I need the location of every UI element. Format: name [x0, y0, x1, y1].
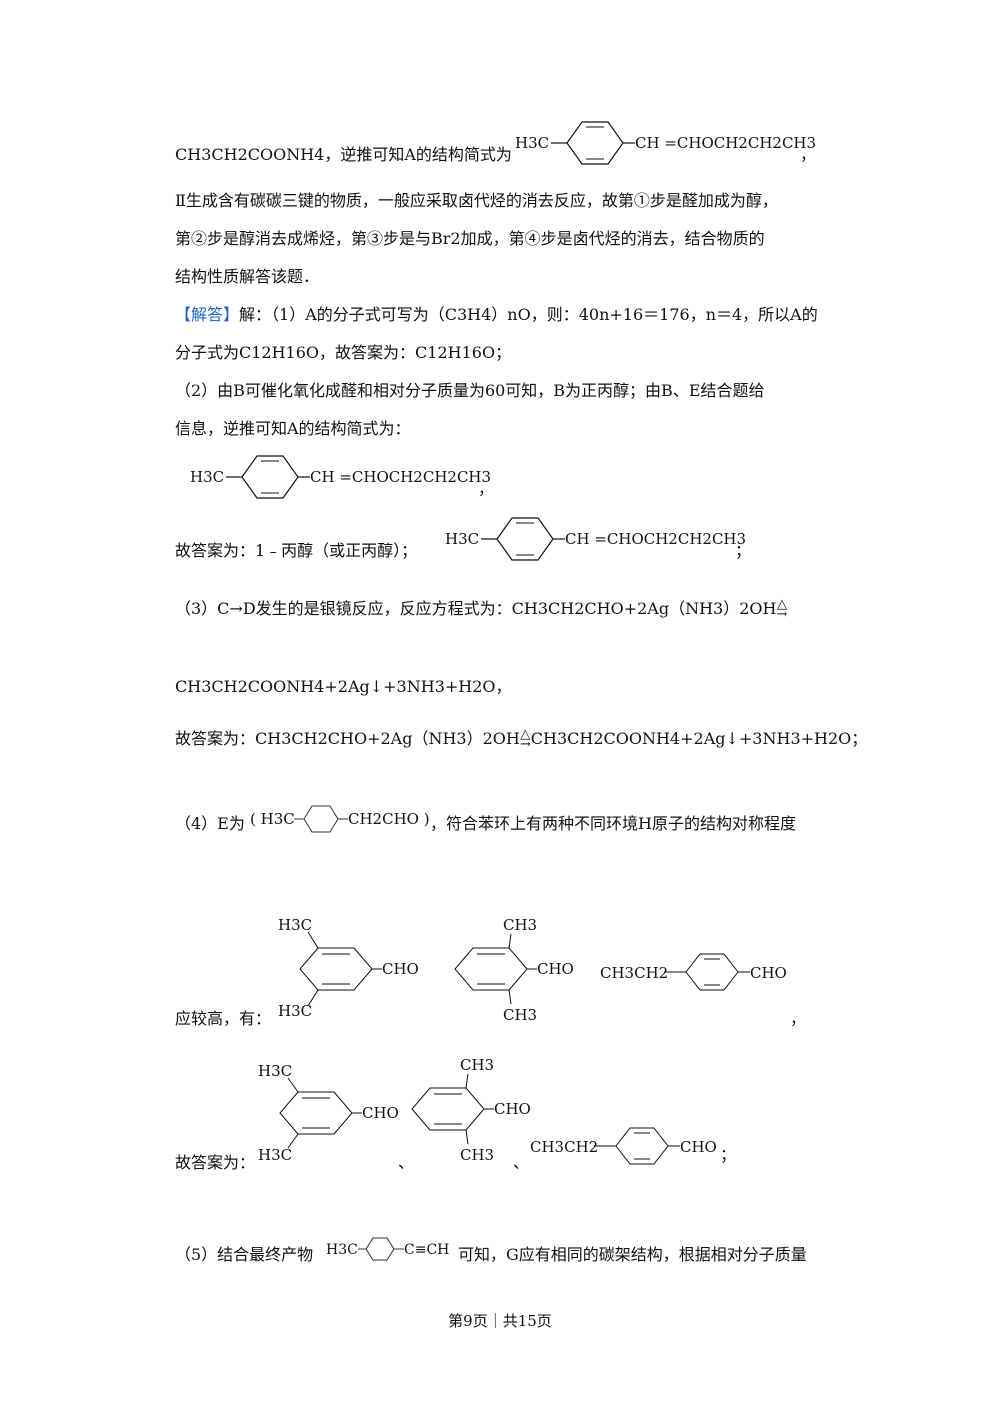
- text-line-7: （2）由B可催化氧化成醛和相对分子质量为60可知，B为正丙醇；由B、E结合题给: [175, 381, 765, 400]
- structure-e: ( H3C CH2CHO ): [250, 802, 430, 838]
- svg-text:C≡CH: C≡CH: [404, 1242, 449, 1258]
- svg-text:H3C: H3C: [278, 1002, 312, 1020]
- ethylbenzaldehyde-2: CH3CH2 CHO: [530, 1124, 725, 1174]
- heat-arrow-2: △→: [519, 727, 531, 752]
- text-line-2: Ⅱ生成含有碳碳三键的物质，一般应采取卤代烃的消去反应，故第①步是醛加成为醇，: [175, 191, 778, 210]
- text-line-14b: ，符合苯环上有两种不同环境H原子的结构对称程度: [430, 814, 796, 833]
- svg-text:( H3C: ( H3C: [250, 810, 295, 828]
- svg-text:CHO: CHO: [680, 1138, 717, 1156]
- svg-text:H3C: H3C: [190, 468, 224, 486]
- text-line-1: CH3CH2COONH4，逆推可知A的结构简式为: [175, 144, 512, 166]
- svg-text:H3C: H3C: [278, 916, 312, 934]
- text-line-5: 【解答】解：（1）A的分子式可写为（C3H4）nO，则：40n+16＝176，n…: [175, 305, 818, 324]
- svg-text:CHO: CHO: [494, 1100, 531, 1118]
- structure-a-1: H3C CH =CHOCH2CH2CH3: [515, 118, 816, 168]
- svg-text:H3C: H3C: [258, 1146, 292, 1164]
- l1-text: CH3CH2COONH4，逆推可知A的结构简式为: [175, 145, 512, 164]
- sep-1: 、: [398, 1153, 415, 1172]
- text-line-11: （3）C→D发生的是银镜反应，反应方程式为：CH3CH2CHO+2Ag（NH3）…: [175, 597, 788, 622]
- ethylbenzaldehyde-1: CH3CH2 CHO: [600, 950, 795, 1000]
- heat-arrow-1: △→: [776, 597, 788, 622]
- svg-text:CH =CHOCH2CH2CH3: CH =CHOCH2CH2CH3: [310, 468, 491, 486]
- svg-text:CHO: CHO: [362, 1104, 399, 1122]
- svg-text:CH =CHOCH2CH2CH3: CH =CHOCH2CH2CH3: [565, 530, 746, 548]
- dimethylbenzaldehyde-26-1: CH3 CHO CH3: [454, 912, 575, 1027]
- svg-text:CH3CH2: CH3CH2: [600, 964, 668, 982]
- l1-end: ，: [800, 145, 817, 164]
- svg-text:CH2CHO ): CH2CHO ): [348, 810, 430, 828]
- svg-text:H3C: H3C: [258, 1062, 292, 1080]
- dimethylbenzaldehyde-26-2: CH3 CHO CH3: [411, 1054, 532, 1169]
- svg-text:CH3: CH3: [460, 1056, 494, 1074]
- svg-text:CHO: CHO: [537, 960, 574, 978]
- dimethylbenzaldehyde-35-1: H3C CHO H3C: [278, 912, 428, 1027]
- text-line-17b: 可知，G应有相同的碳架结构，根据相对分子质量: [458, 1245, 807, 1264]
- l10-end: ；: [735, 541, 752, 560]
- text-line-10: 故答案为：1﹣丙醇（或正丙醇）；: [175, 541, 418, 560]
- text-line-13: 故答案为：CH3CH2CHO+2Ag（NH3）2OH△→CH3CH2COONH4…: [175, 727, 868, 752]
- dimethylbenzaldehyde-35-2: H3C CHO H3C: [258, 1058, 408, 1173]
- text-line-4: 结构性质解答该题．: [175, 267, 320, 286]
- a1-h3c: H3C: [515, 134, 549, 152]
- text-line-6: 分子式为C12H16O，故答案为：C12H16O；: [175, 343, 512, 362]
- svg-text:CHO: CHO: [750, 964, 787, 982]
- text-line-3: 第②步是醇消去成烯烃，第③步是与Br2加成，第④步是卤代烃的消去，结合物质的: [175, 229, 765, 248]
- svg-text:CH3: CH3: [503, 916, 537, 934]
- l16-end: ；: [720, 1145, 737, 1164]
- structure-final-product: H3C C≡CH: [326, 1234, 461, 1268]
- svg-text:CH3: CH3: [503, 1006, 537, 1024]
- text-line-14: （4）E为: [175, 814, 245, 833]
- answer-tag: 【解答】: [175, 305, 240, 324]
- a1-chain: CH =CHOCH2CH2CH3: [635, 134, 816, 152]
- text-line-17: （5）结合最终产物: [175, 1245, 314, 1264]
- text-line-16: 故答案为：: [175, 1153, 256, 1172]
- svg-text:CH3CH2: CH3CH2: [530, 1138, 598, 1156]
- svg-text:H3C: H3C: [326, 1242, 358, 1258]
- page-footer: 第9页｜共15页: [448, 1312, 552, 1330]
- text-line-8: 信息，逆推可知A的结构简式为：: [175, 419, 411, 438]
- text-line-15: 应较高，有：: [175, 1009, 272, 1028]
- structure-a-2: H3C CH =CHOCH2CH2CH3: [190, 452, 491, 502]
- l9-end: ，: [478, 479, 495, 498]
- structure-a-3: H3C CH =CHOCH2CH2CH3: [445, 514, 746, 564]
- svg-text:CHO: CHO: [382, 960, 419, 978]
- l15-end: ，: [790, 1009, 807, 1028]
- svg-text:CH3: CH3: [460, 1146, 494, 1164]
- text-line-12: CH3CH2COONH4+2Ag↓+3NH3+H2O，: [175, 677, 512, 696]
- sep-2: 、: [513, 1153, 530, 1172]
- svg-text:H3C: H3C: [445, 530, 479, 548]
